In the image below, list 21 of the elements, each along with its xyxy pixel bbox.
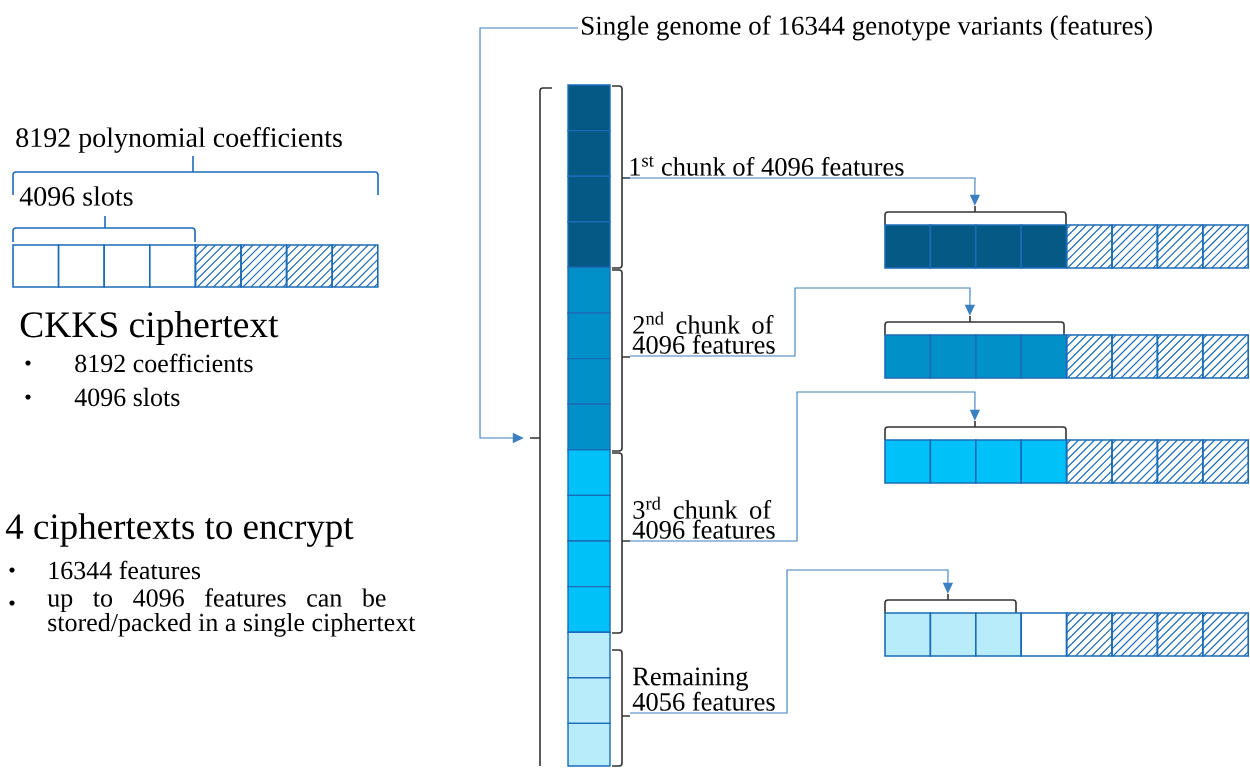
text-label: 16344 features: [49, 560, 201, 580]
ciphertext-bar: [884, 439, 1249, 484]
ciphertext-bar: [884, 224, 1249, 269]
leader-arrow: [629, 569, 954, 714]
text-label: 8192 coefficients: [75, 353, 253, 373]
feature-column: [567, 84, 611, 767]
ciphertext-bar: [884, 334, 1249, 379]
ciphertext-bar: [884, 612, 1249, 657]
text-label: 8192 polynomial coefficients: [16, 127, 342, 153]
chunk-label: 2$^{nd}$ chunk of 4096 features: [632, 311, 775, 354]
leader-arrow: [629, 287, 976, 357]
text-label: 4096 slots: [74, 387, 180, 407]
genome-label: Single genome of 16344 genotype variants (features): [582, 15, 1152, 41]
text-label: up to 4096 features can be stored/packed in a single ciphertext: [47, 588, 416, 637]
chunk-label: Remaining 4056 features: [632, 667, 775, 711]
chunk-label: 1$^{st}$ chunk of 4096 features: [630, 156, 904, 176]
chunk-label: 3$^{rd}$ chunk of 4096 features: [632, 496, 775, 539]
ciphertext-bar: [12, 244, 379, 288]
leader-arrow: [629, 391, 981, 542]
text-label: 4 ciphertexts to encrypt: [5, 513, 354, 547]
text-label: 4096 slots: [19, 186, 133, 206]
